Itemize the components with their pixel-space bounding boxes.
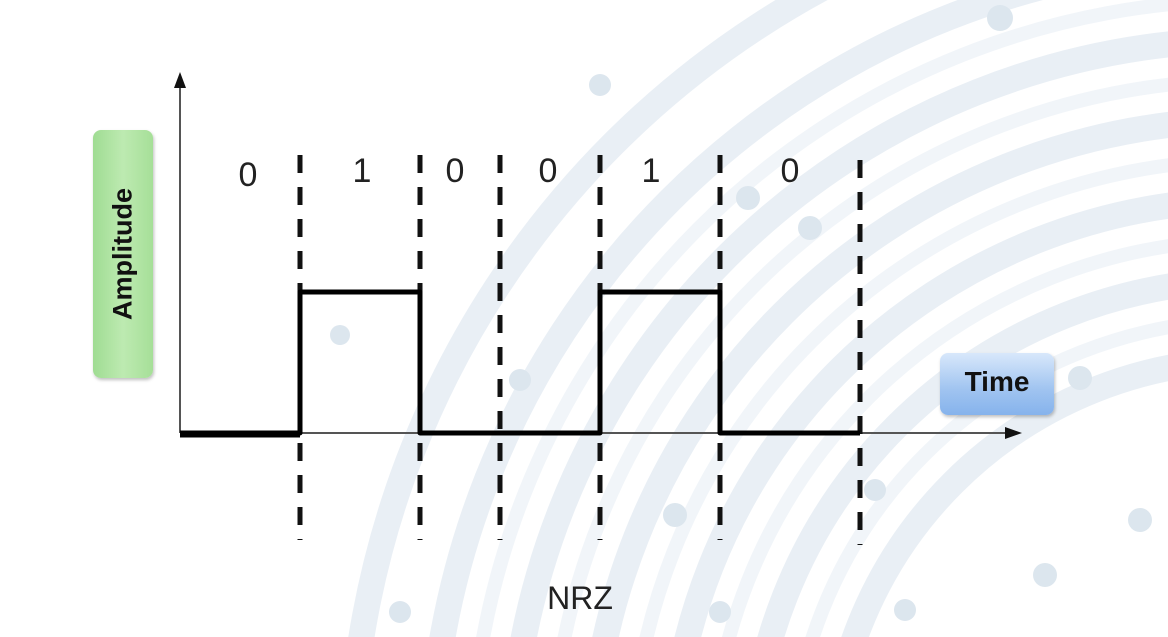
- amplitude-label-badge: Amplitude: [93, 130, 153, 378]
- bit-label: 0: [538, 152, 558, 190]
- x-axis-arrow-icon: [1005, 427, 1022, 439]
- y-axis: [174, 72, 186, 433]
- bit-label: 1: [641, 152, 661, 190]
- bit-label: 0: [445, 152, 465, 190]
- bit-boundaries: [297, 155, 863, 545]
- time-label-badge: Time: [940, 353, 1054, 415]
- y-axis-label: Amplitude: [107, 188, 138, 320]
- bit-label: 1: [352, 152, 372, 190]
- y-axis-arrow-icon: [174, 72, 186, 88]
- nrz-signal: [180, 289, 860, 436]
- diagram-caption: NRZ: [547, 580, 613, 616]
- bit-label: 0: [780, 152, 800, 190]
- bit-label: 0: [238, 156, 258, 194]
- x-axis-label: Time: [964, 366, 1030, 397]
